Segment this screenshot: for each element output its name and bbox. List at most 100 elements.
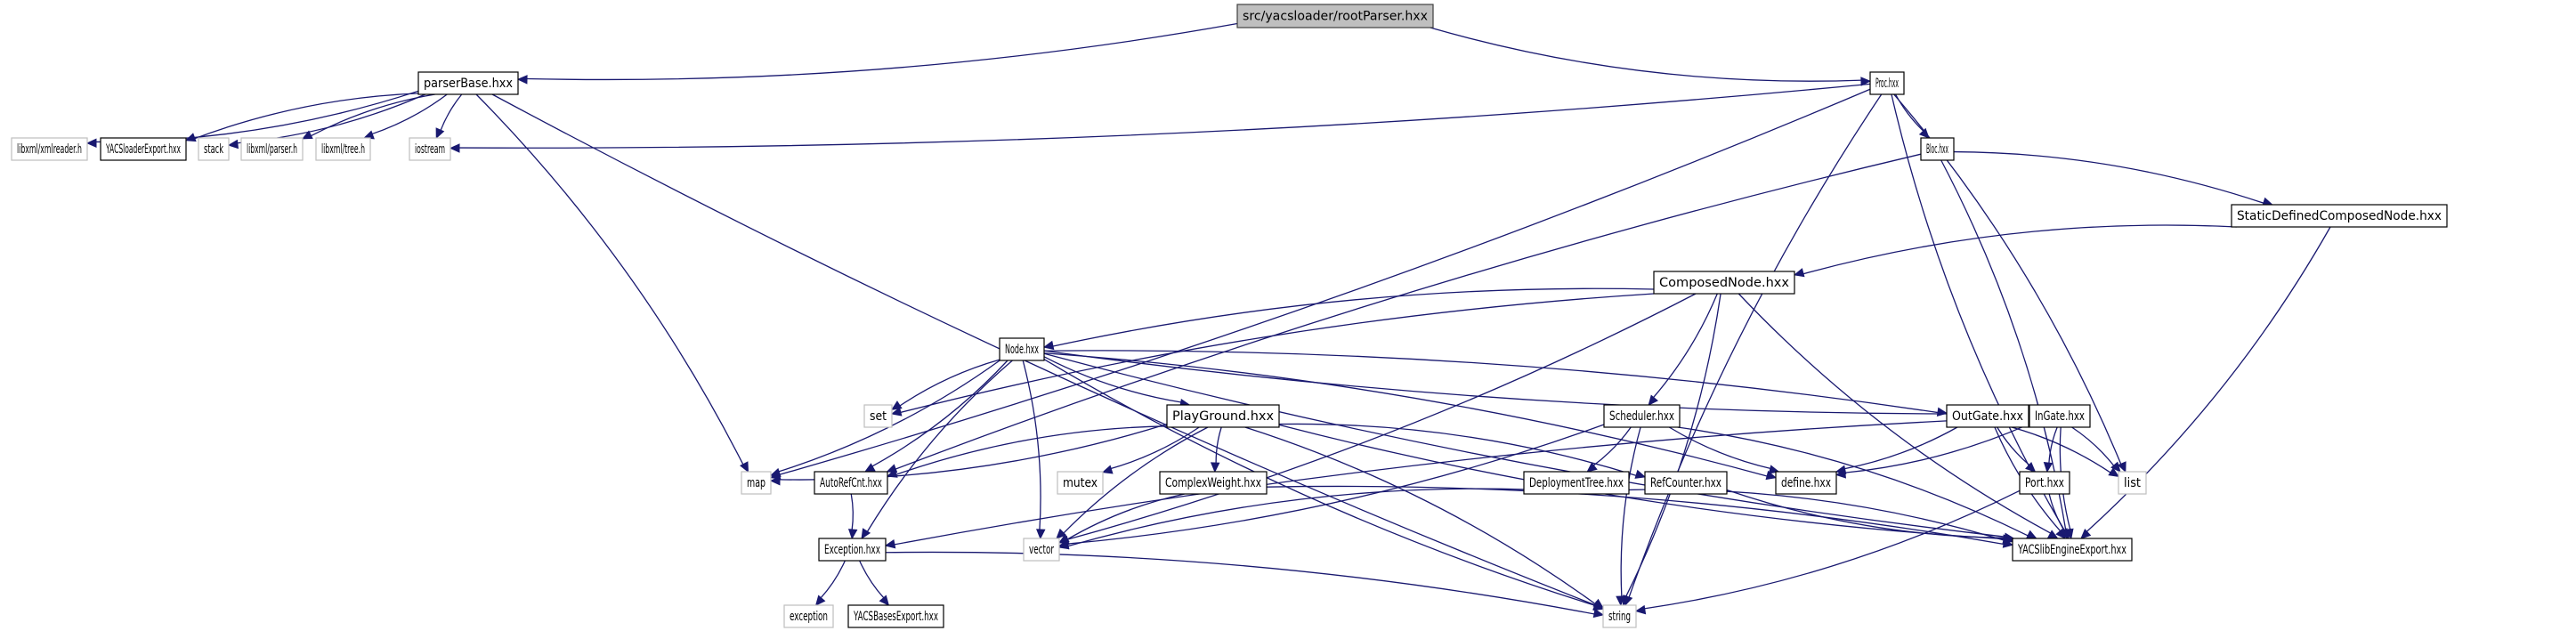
edge-Node-to-PlayGround <box>1043 356 1182 403</box>
arrowhead-icon <box>1634 604 1647 615</box>
node-label: libxml/xmlreader.h <box>17 142 82 157</box>
edge-Node-to-Exception <box>866 360 1013 533</box>
node-box <box>1236 4 1434 28</box>
node-Bloc[interactable]: Bloc.hxx <box>1920 137 1955 161</box>
node-string: string <box>1602 604 1637 628</box>
node-ComposedNode[interactable]: ComposedNode.hxx <box>1653 271 1795 295</box>
node-rootParser[interactable]: src/yacsloader/rootParser.hxx <box>1236 4 1434 28</box>
node-YACSloaderExport[interactable]: YACSloaderExport.hxx <box>100 137 187 161</box>
arrowhead-icon <box>2025 530 2037 539</box>
node-box <box>2118 471 2147 495</box>
edge-StaticDefinedComposedNode-to-YACSlibEngineExport <box>2086 226 2331 533</box>
node-YACSlibEngineExport[interactable]: YACSlibEngineExport.hxx <box>2012 538 2133 562</box>
edge-parserBase-to-string <box>491 93 1597 606</box>
node-label: YACSloaderExport.hxx <box>105 142 181 157</box>
arrowhead-icon <box>1765 470 1778 481</box>
node-PlayGround[interactable]: PlayGround.hxx <box>1166 404 1280 428</box>
node-label: vector <box>1029 543 1054 557</box>
node-Port[interactable]: Port.hxx <box>2019 471 2070 495</box>
edge-parserBase-to-xmltree <box>370 93 448 135</box>
edge-Port-to-YACSlibEngineExport <box>2048 493 2065 532</box>
arrowhead-icon <box>1918 127 1930 139</box>
arrowhead-icon <box>1592 608 1605 619</box>
arrowhead-icon <box>301 130 313 140</box>
node-box <box>1644 471 1728 495</box>
edge-Scheduler-to-vector <box>1066 424 1605 545</box>
arrowhead-icon <box>2003 534 2014 544</box>
node-box <box>1159 471 1268 495</box>
edge-ComplexWeight-to-YACSlibEngineExport <box>1266 485 2005 546</box>
node-StaticDefinedComposedNode[interactable]: StaticDefinedComposedNode.hxx <box>2231 204 2448 228</box>
node-InGate[interactable]: InGate.hxx <box>2029 404 2091 428</box>
node-box <box>1869 71 1905 95</box>
arrowhead-icon <box>1793 268 1805 278</box>
node-set: set <box>863 404 893 428</box>
node-DeploymentTree[interactable]: DeploymentTree.hxx <box>1523 471 1630 495</box>
node-ComplexWeight[interactable]: ComplexWeight.hxx <box>1159 471 1268 495</box>
edge-Node-to-vector <box>1022 360 1041 531</box>
arrowhead-icon <box>814 595 826 606</box>
node-RefCounter[interactable]: RefCounter.hxx <box>1644 471 1728 495</box>
arrowhead-icon <box>1056 528 1067 539</box>
node-label: ComposedNode.hxx <box>1659 276 1789 290</box>
node-mutex: mutex <box>1057 471 1104 495</box>
edge-Exception-to-exception <box>820 560 846 599</box>
arrowhead-icon <box>861 528 871 540</box>
edge-InGate-to-define <box>1843 423 2030 473</box>
edge-rootParser-to-parserBase <box>525 22 1238 81</box>
edge-Node-to-define <box>1043 352 1769 477</box>
edges-layer <box>85 22 2331 619</box>
edge-PlayGround-to-string <box>1244 426 1597 605</box>
node-AutoRefCnt[interactable]: AutoRefCnt.hxx <box>814 471 888 495</box>
edge-parserBase-to-xmlparser <box>310 93 435 137</box>
node-label: Proc.hxx <box>1875 77 1899 91</box>
edge-PlayGround-to-ComplexWeight <box>1215 426 1222 465</box>
node-label: PlayGround.hxx <box>1172 409 1274 424</box>
node-label: src/yacsloader/rootParser.hxx <box>1243 10 1428 24</box>
node-Scheduler[interactable]: Scheduler.hxx <box>1603 404 1681 428</box>
arrowhead-icon <box>1835 469 1847 479</box>
node-Exception[interactable]: Exception.hxx <box>818 538 887 562</box>
node-define[interactable]: define.hxx <box>1775 471 1837 495</box>
node-label: define.hxx <box>1781 476 1831 490</box>
arrowhead-icon <box>740 461 749 473</box>
node-stack: stack <box>198 137 230 161</box>
node-OutGate[interactable]: OutGate.hxx <box>1946 404 2029 428</box>
edge-PlayGround-to-RefCounter <box>1278 423 1638 477</box>
node-label: InGate.hxx <box>2035 409 2085 424</box>
node-label: map <box>747 476 766 490</box>
node-Proc[interactable]: Proc.hxx <box>1869 71 1905 95</box>
node-parserBase[interactable]: parserBase.hxx <box>417 71 519 95</box>
edge-ComplexWeight-to-vector <box>1066 493 1185 541</box>
node-label: set <box>870 409 887 424</box>
node-Node[interactable]: Node.hxx <box>999 337 1045 361</box>
edge-Bloc-to-StaticDefinedComposedNode <box>1953 150 2265 205</box>
arrowhead-icon <box>879 595 890 606</box>
edge-Node-to-set <box>898 359 1000 408</box>
node-box <box>814 471 888 495</box>
node-box <box>1603 404 1681 428</box>
node-box <box>1602 604 1637 628</box>
node-box <box>1166 404 1280 428</box>
edge-Scheduler-to-define <box>1668 426 1772 470</box>
node-YACSBasesExport[interactable]: YACSBasesExport.hxx <box>847 604 944 628</box>
node-vector: vector <box>1023 538 1060 562</box>
node-label: iostream <box>415 142 445 157</box>
node-box <box>1946 404 2029 428</box>
arrowhead-icon <box>886 468 898 478</box>
edge-AutoRefCnt-to-Exception <box>850 493 854 531</box>
edge-StaticDefinedComposedNode-to-ComposedNode <box>1802 224 2237 275</box>
arrowhead-icon <box>2108 467 2120 478</box>
node-xmltree: libxml/tree.h <box>315 137 371 161</box>
node-box <box>315 137 371 161</box>
node-iostream: iostream <box>409 137 451 161</box>
edge-Proc-to-map <box>778 88 1871 476</box>
edge-Node-to-OutGate <box>1043 350 1940 414</box>
node-box <box>1523 471 1630 495</box>
arrowhead-icon <box>1042 340 1055 351</box>
edge-Node-to-map <box>777 360 1000 473</box>
node-box <box>409 137 451 161</box>
edge-rootParser-to-Proc <box>1430 27 1863 82</box>
node-box <box>1775 471 1837 495</box>
edge-ComposedNode-to-YACSlibEngineExport <box>1738 293 2052 535</box>
